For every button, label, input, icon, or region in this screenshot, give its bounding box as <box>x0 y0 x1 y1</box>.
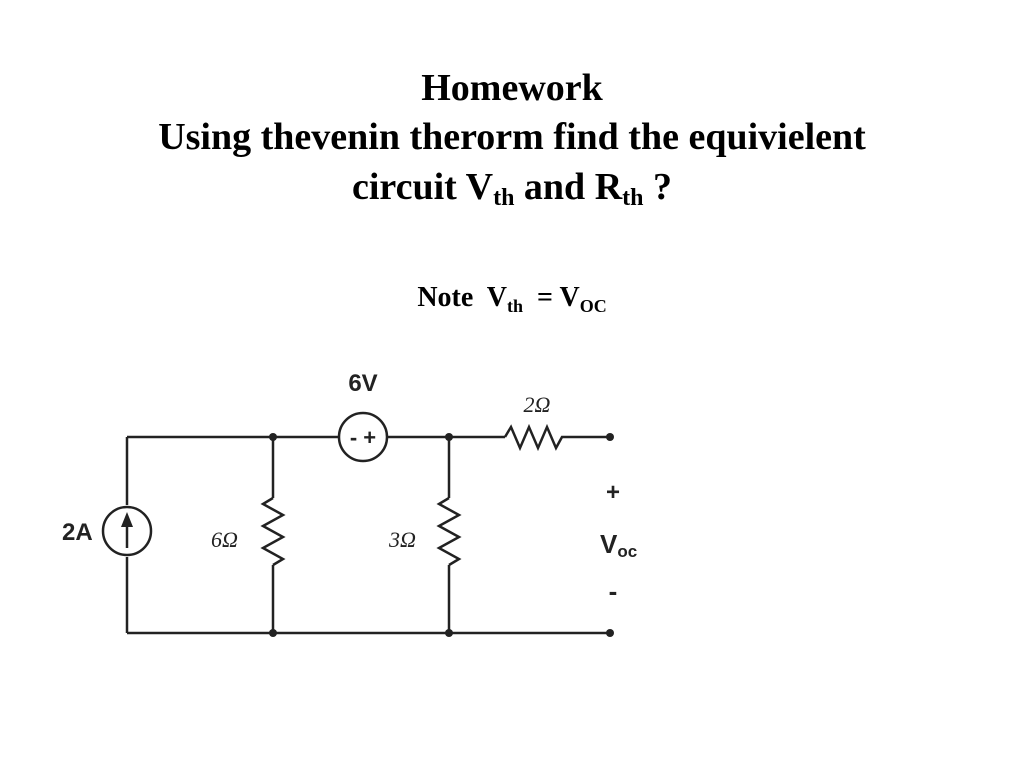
note-mid: = V <box>523 282 580 313</box>
current-source <box>101 505 153 557</box>
title-line-3-suffix: ? <box>643 165 672 208</box>
page-title: Homework Using thevenin therorm find the… <box>0 64 1024 212</box>
current-source-label: 2A <box>62 519 93 546</box>
output-plus: + <box>606 479 620 506</box>
output-voltage-main: V <box>600 529 618 559</box>
resistor-2-ohm <box>503 423 568 452</box>
resistor-3-ohm-label: 3Ω <box>388 527 416 552</box>
note-prefix: Note V <box>417 282 507 313</box>
note-voc-subscript: OC <box>579 296 607 316</box>
output-minus: - <box>609 576 618 606</box>
resistor-3-ohm <box>436 496 462 567</box>
note-text: Note Vth = VOC <box>0 282 1024 316</box>
title-line-3-mid: and R <box>514 165 623 208</box>
title-line-3-prefix: circuit V <box>352 165 494 208</box>
title-line-3: circuit Vth and Rth ? <box>0 163 1024 212</box>
node-bottom-6ohm <box>269 629 277 637</box>
terminal-top <box>606 433 614 441</box>
node-bottom-3ohm <box>445 629 453 637</box>
note-vth-subscript: th <box>507 296 524 316</box>
rth-subscript: th <box>622 184 644 211</box>
output-voltage-sub: oc <box>617 542 637 561</box>
resistor-6-ohm-label: 6Ω <box>211 527 238 552</box>
terminal-bottom <box>606 629 614 637</box>
vth-subscript: th <box>493 184 515 211</box>
title-line-2: Using thevenin therorm find the equiviel… <box>158 116 866 159</box>
voltage-source <box>337 411 389 463</box>
resistor-2-ohm-label: 2Ω <box>524 392 551 417</box>
voltage-source-polarity: - + <box>350 425 376 450</box>
resistor-6-ohm <box>260 496 286 567</box>
node-top-3ohm <box>445 433 453 441</box>
output-voltage-label: Voc <box>600 529 637 561</box>
title-line-1: Homework <box>421 67 603 109</box>
node-top-6ohm <box>269 433 277 441</box>
voltage-source-label: 6V <box>348 370 377 397</box>
